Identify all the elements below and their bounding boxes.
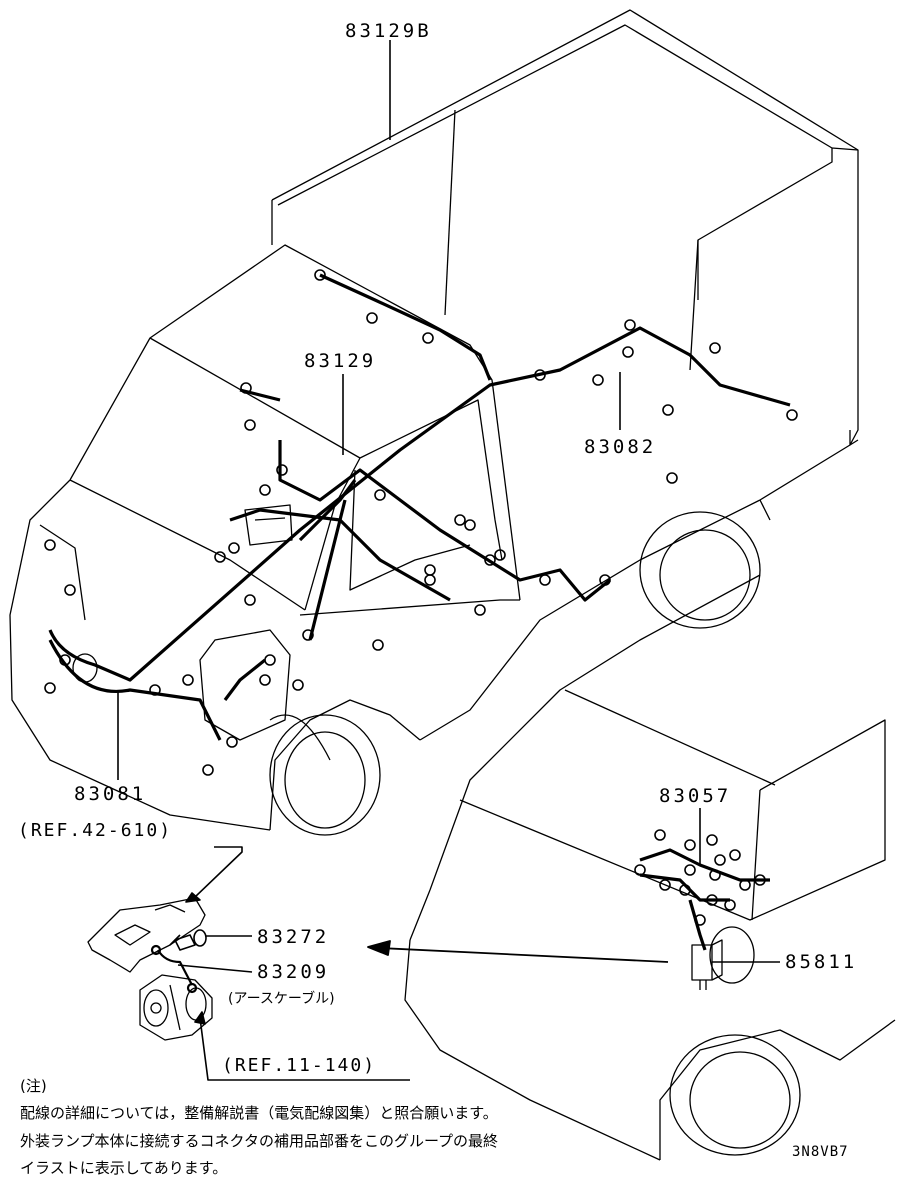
detail-cab bbox=[404, 574, 896, 1161]
pointer-arrow bbox=[367, 940, 669, 963]
part-label-83082: 83082 bbox=[584, 436, 657, 458]
part-label-83081: 83081 bbox=[74, 783, 147, 805]
earth-cable-83209 bbox=[150, 944, 198, 994]
diagram-code: 3N8VB7 bbox=[792, 1144, 849, 1160]
wheels bbox=[269, 511, 801, 1156]
main-harness bbox=[48, 273, 791, 951]
note-line-1: 配線の詳細については，整備解説書（電気配線図集）と照合願います。 bbox=[20, 1104, 498, 1122]
part-label-83129: 83129 bbox=[304, 350, 377, 372]
ref-label-42-610: (REF.42-610) bbox=[18, 820, 173, 841]
part-label-83209: 83209 bbox=[257, 961, 330, 983]
part-label-83209-note: (アースケーブル) bbox=[228, 991, 335, 1007]
cargo-box bbox=[271, 9, 859, 501]
cab-outline bbox=[9, 244, 771, 831]
leader-lines bbox=[117, 40, 780, 1081]
relay-85811 bbox=[691, 926, 755, 990]
junction-block bbox=[72, 504, 293, 683]
note-heading: (注) bbox=[20, 1077, 47, 1095]
transmission-housing bbox=[139, 974, 213, 1041]
connectors bbox=[44, 269, 798, 926]
part-label-83272: 83272 bbox=[257, 926, 330, 948]
bracket-assembly bbox=[87, 897, 206, 973]
bolt-83272 bbox=[169, 929, 207, 951]
note-line-3: イラストに表示してあります。 bbox=[20, 1159, 228, 1177]
part-label-83129b: 83129B bbox=[345, 20, 432, 42]
part-label-83057: 83057 bbox=[659, 785, 732, 807]
ref-label-11-140: (REF.11-140) bbox=[222, 1055, 377, 1076]
note-line-2: 外装ランプ本体に接続するコネクタの補用品部番をこのグループの最終 bbox=[20, 1132, 499, 1150]
part-label-85811: 85811 bbox=[785, 951, 858, 973]
